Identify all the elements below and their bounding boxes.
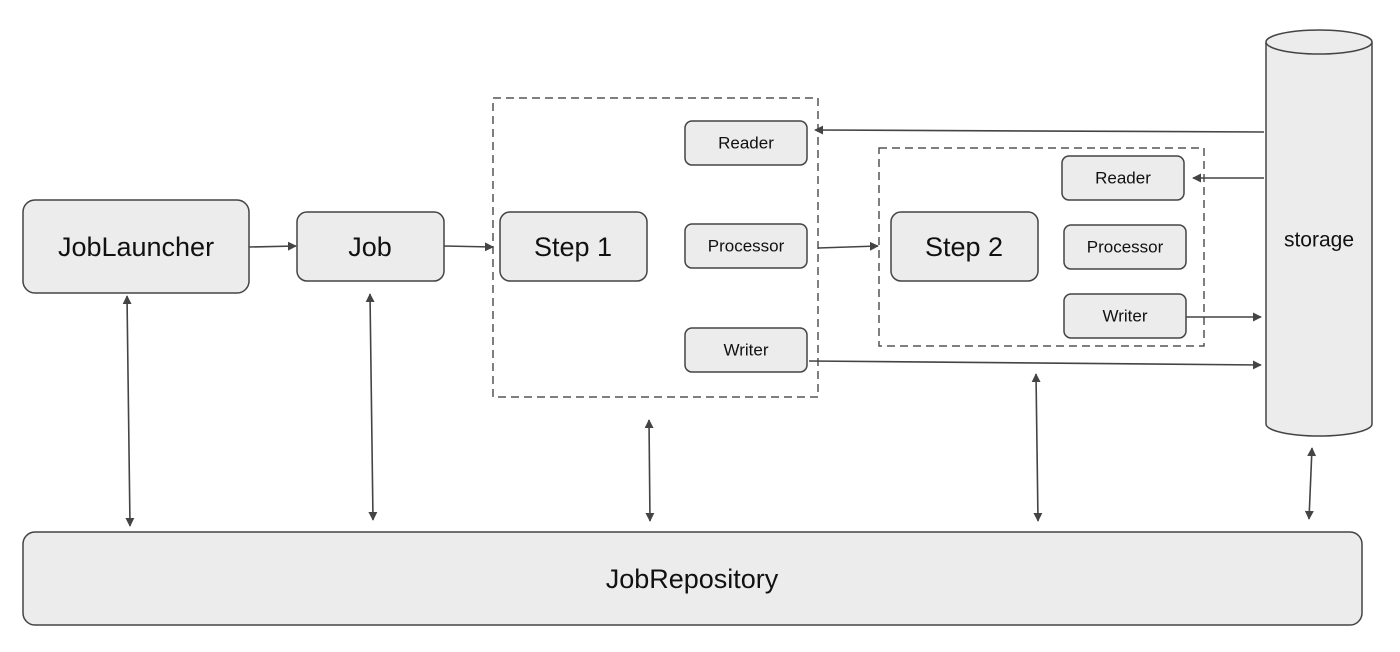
edge-storage-repository [1304, 447, 1317, 520]
step1-reader-node: Reader [684, 120, 808, 166]
edge-step1-writer-to-storage [808, 360, 1262, 370]
step2-processor-label: Processor [1087, 238, 1164, 257]
edge-step1-repository [644, 419, 655, 522]
step2-reader-node: Reader [1061, 155, 1185, 201]
step2-reader-label: Reader [1095, 169, 1151, 188]
job-repository-label: JobRepository [606, 564, 779, 594]
edge-step2-repository [1031, 373, 1043, 522]
step2-group [878, 147, 1205, 347]
step2-writer-node: Writer [1063, 293, 1187, 339]
edge-storage-to-step1-reader [814, 125, 1265, 135]
storage-cylinder: storage [1265, 29, 1373, 437]
step1-processor-label: Processor [708, 237, 785, 256]
step2-processor-node: Processor [1063, 224, 1187, 270]
job-launcher-label: JobLauncher [58, 232, 214, 262]
job-repository-node: JobRepository [22, 531, 1363, 626]
step1-writer-label: Writer [723, 341, 768, 360]
step1-label: Step 1 [534, 232, 612, 262]
job-launcher-node: JobLauncher [22, 199, 250, 294]
step2-node: Step 2 [890, 211, 1039, 282]
step2-writer-label: Writer [1102, 307, 1147, 326]
edge-step1-to-step2 [817, 241, 879, 251]
step1-processor-node: Processor [684, 223, 808, 269]
job-node: Job [296, 211, 445, 282]
step1-writer-node: Writer [684, 327, 808, 373]
step2-label: Step 2 [925, 232, 1003, 262]
edge-job-repository [365, 293, 378, 521]
edge-launcher-repository [122, 295, 135, 527]
edge-launcher-to-job [248, 241, 297, 251]
storage-label: storage [1284, 229, 1354, 252]
step1-node: Step 1 [499, 211, 648, 282]
step1-reader-label: Reader [718, 134, 774, 153]
edge-job-to-step1 [443, 242, 494, 252]
job-label: Job [348, 232, 392, 262]
